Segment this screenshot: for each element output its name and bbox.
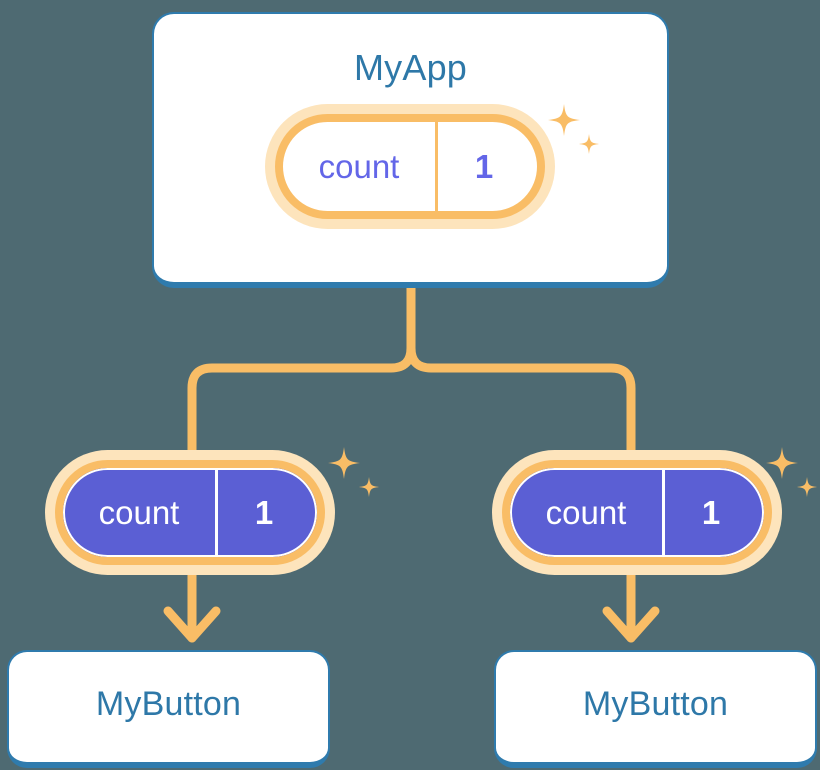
- state-pill-divider: [215, 468, 218, 557]
- state-pill-root-body: count 1: [275, 114, 545, 219]
- state-pill-key: count: [98, 493, 180, 531]
- state-pill-divider: [662, 468, 665, 557]
- state-pill-divider: [435, 122, 438, 211]
- sparkle-small-icon: [359, 477, 379, 497]
- component-card-title: MyButton: [582, 685, 729, 723]
- state-pill-value: 1: [474, 147, 494, 185]
- state-pill-key: count: [545, 493, 627, 531]
- state-pill-key: count: [318, 147, 400, 185]
- component-card-title: MyButton: [95, 685, 242, 723]
- state-pill-right-child[interactable]: count 1: [502, 460, 772, 565]
- state-pill-right-body: count 1: [502, 460, 772, 565]
- state-pill-value: 1: [254, 493, 274, 531]
- sparkle-large-icon: [328, 447, 360, 479]
- component-card-mybutton-left[interactable]: MyButton: [7, 650, 330, 768]
- component-card-title: MyApp: [353, 47, 468, 88]
- arrowhead-left-icon: [163, 606, 221, 643]
- connector-root-split: [187, 283, 416, 475]
- sparkle-large-icon: [766, 447, 798, 479]
- state-pill-value: 1: [701, 493, 721, 531]
- component-card-mybutton-right[interactable]: MyButton: [494, 650, 817, 768]
- state-pill-root[interactable]: count 1: [275, 114, 545, 219]
- arrowhead-right-icon: [602, 606, 660, 643]
- state-pill-left-child[interactable]: count 1: [55, 460, 325, 565]
- sparkle-small-icon: [797, 477, 817, 497]
- state-pill-left-body: count 1: [55, 460, 325, 565]
